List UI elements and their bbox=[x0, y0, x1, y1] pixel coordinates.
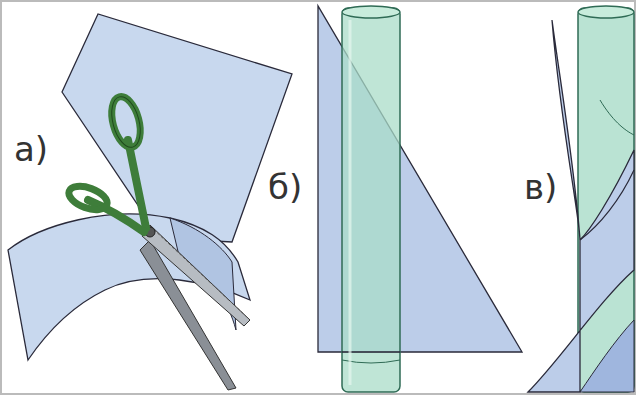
panel-letter: в) bbox=[524, 170, 557, 204]
panel-letter: б) bbox=[268, 170, 302, 204]
panel-letter: а) bbox=[14, 132, 48, 166]
